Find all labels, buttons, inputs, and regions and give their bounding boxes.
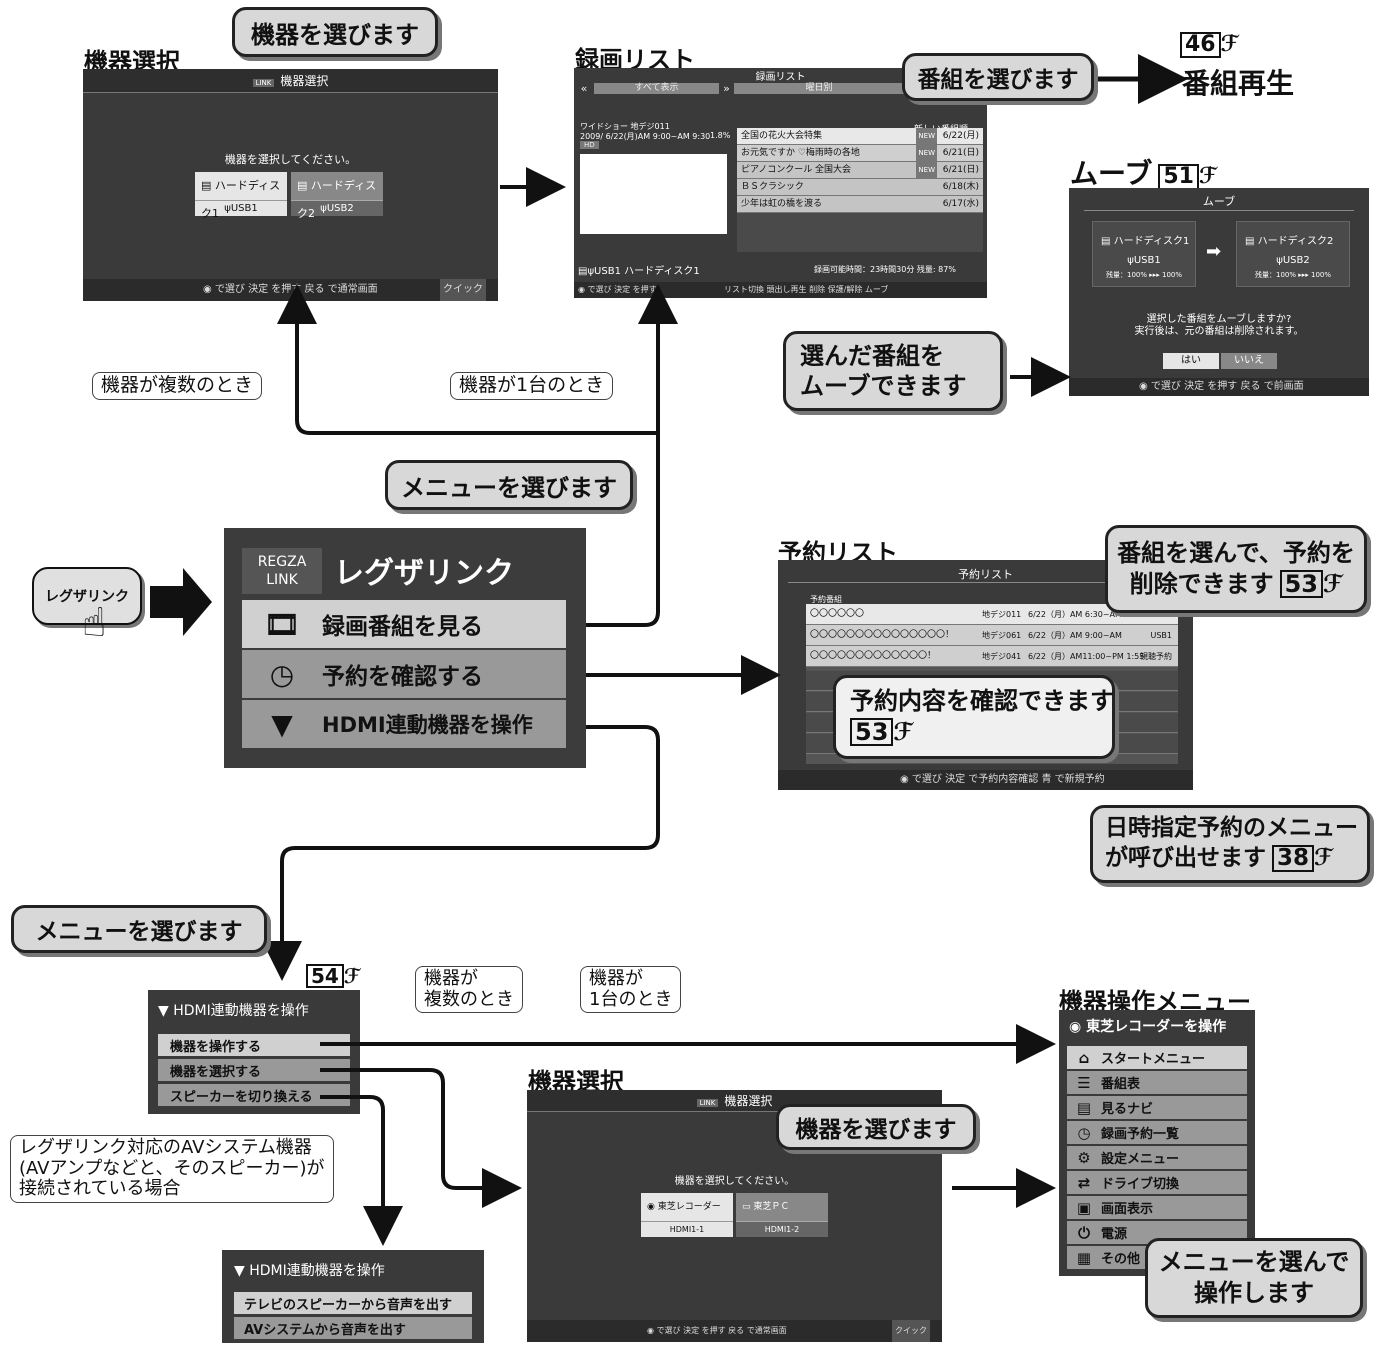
delete-reservation-callout: 番組を選んで、予約を削除できます53ℱ <box>1105 525 1367 613</box>
page-ref-icon: ℱ <box>1314 845 1333 871</box>
av-system-note: レグザリンク対応のAVシステム機器(AVアンプなどと、そのスピーカー)が接続され… <box>10 1135 334 1203</box>
pressing-hand-icon: ☝ <box>82 600 106 646</box>
move-callout: 選んだ番組をムーブできます <box>783 331 1003 411</box>
note-multi-devices-bottom: 機器が複数のとき <box>415 966 523 1013</box>
select-device-callout: 機器を選びます <box>232 7 438 57</box>
select-menu-callout-hdmi: メニューを選びます <box>11 905 267 953</box>
hdmi-plug-icon: ▼ <box>242 708 322 741</box>
regza-link-menu: REGZALINK レグザリンク 🎞録画番組を見る ◷予約を確認する ▼HDMI… <box>224 528 586 768</box>
page-ref-icon: ℱ <box>1323 570 1342 598</box>
menu-item-hdmi-control[interactable]: ▼HDMI連動機器を操作 <box>242 700 566 748</box>
select-device-callout-bottom: 機器を選びます <box>776 1104 976 1150</box>
film-icon: 🎞 <box>242 608 322 641</box>
timer-menu-callout: 日時指定予約のメニューが呼び出せます38ℱ <box>1090 805 1370 883</box>
select-menu-callout: メニューを選びます <box>385 460 633 510</box>
note-multiple-devices: 機器が複数のとき <box>92 372 262 400</box>
menu-item-view-recordings[interactable]: 🎞録画番組を見る <box>242 600 566 648</box>
clock-icon: ◷ <box>242 658 322 691</box>
note-single-device: 機器が1台のとき <box>450 372 613 400</box>
confirm-reservation-callout: 予約内容を確認できます53ℱ <box>833 675 1115 759</box>
menu-title: レグザリンク <box>334 548 514 592</box>
page-ref-icon: ℱ <box>893 718 912 746</box>
operate-callout: メニューを選んで操作します <box>1145 1238 1363 1318</box>
select-program-callout: 番組を選びます <box>902 53 1094 101</box>
menu-item-check-reservations[interactable]: ◷予約を確認する <box>242 650 566 698</box>
